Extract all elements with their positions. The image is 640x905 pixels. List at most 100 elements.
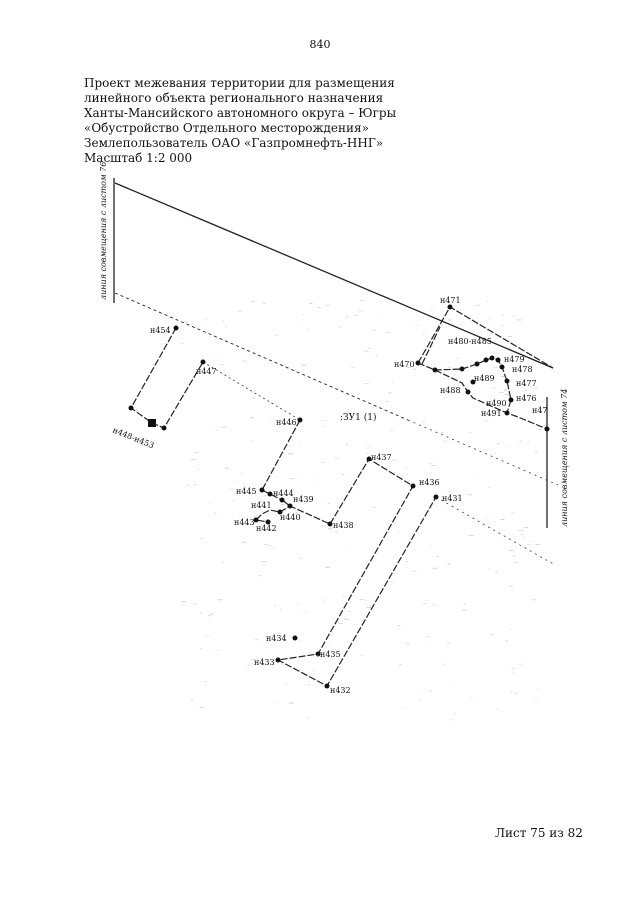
title-line: «Обустройство Отдельного месторождения» bbox=[84, 121, 369, 135]
speckle bbox=[447, 563, 451, 565]
speckle bbox=[392, 573, 394, 575]
point-marker bbox=[287, 503, 293, 509]
speckle bbox=[337, 622, 343, 624]
upper-boundary-line bbox=[202, 361, 301, 421]
speckle bbox=[316, 655, 319, 656]
speckle bbox=[321, 426, 326, 428]
speckle bbox=[364, 383, 369, 384]
speckle bbox=[405, 643, 410, 644]
parcel-boundaries bbox=[130, 306, 554, 687]
alignment-label-left: линия совмещения с листом 76 bbox=[99, 162, 108, 300]
speckle bbox=[205, 319, 208, 321]
point-marker bbox=[483, 357, 489, 363]
speckle bbox=[250, 417, 254, 419]
sheet-number: Лист 75 из 82 bbox=[495, 826, 583, 840]
speckle bbox=[349, 547, 351, 548]
alignment-label-right: линия совмещения с листом 74 bbox=[560, 389, 569, 527]
speckle bbox=[199, 707, 204, 708]
speckle bbox=[250, 659, 255, 660]
speckle bbox=[512, 672, 515, 674]
speckle bbox=[468, 494, 473, 496]
speckle bbox=[307, 329, 310, 331]
speckle bbox=[276, 632, 282, 634]
speckle bbox=[263, 303, 266, 304]
point-label: н491 bbox=[481, 409, 502, 418]
speckle bbox=[192, 603, 197, 605]
speckle bbox=[334, 457, 339, 459]
page-number: 840 bbox=[309, 38, 331, 51]
speckle bbox=[321, 462, 325, 463]
speckle bbox=[538, 429, 542, 430]
speckle bbox=[523, 389, 528, 391]
speckle bbox=[534, 451, 538, 453]
speckle bbox=[368, 348, 371, 349]
speckle bbox=[450, 719, 453, 721]
speckle bbox=[429, 463, 433, 464]
speckle bbox=[200, 612, 202, 614]
speckle bbox=[327, 502, 330, 504]
speckle bbox=[430, 545, 433, 546]
speckle bbox=[301, 364, 306, 366]
speckle bbox=[246, 664, 252, 666]
point-marker bbox=[544, 426, 550, 432]
speckle bbox=[218, 599, 223, 601]
speckle bbox=[180, 343, 184, 345]
speckle bbox=[399, 547, 401, 548]
point-label: н445 bbox=[236, 487, 257, 496]
point-label: н480-н485 bbox=[448, 337, 492, 346]
speckle bbox=[204, 681, 207, 682]
speckle bbox=[283, 683, 288, 685]
point-label: н435 bbox=[320, 650, 341, 659]
speckle bbox=[535, 544, 540, 545]
speckle bbox=[477, 473, 479, 474]
speckle bbox=[232, 500, 235, 502]
speckle bbox=[452, 682, 454, 683]
speckle bbox=[191, 699, 193, 700]
speckle bbox=[508, 585, 513, 587]
point-marker bbox=[173, 325, 179, 331]
speckle bbox=[470, 697, 473, 699]
speckle bbox=[512, 314, 516, 316]
speckle bbox=[320, 525, 326, 527]
speckle bbox=[432, 567, 438, 569]
speckle bbox=[358, 310, 364, 312]
point-marker bbox=[253, 517, 259, 523]
point-label: н433 bbox=[254, 658, 275, 667]
point-marker bbox=[432, 367, 438, 373]
point-label: н436 bbox=[419, 478, 440, 487]
point-label: н432 bbox=[330, 686, 351, 695]
point-marker bbox=[495, 357, 501, 363]
speckle bbox=[345, 316, 349, 318]
speckle bbox=[411, 570, 417, 572]
speckle bbox=[200, 538, 203, 539]
point-marker bbox=[161, 425, 167, 431]
speckle bbox=[351, 366, 355, 368]
speckle bbox=[281, 504, 285, 505]
boundary-mid-2 bbox=[276, 458, 437, 687]
point-label: н476 bbox=[516, 394, 537, 403]
speckle bbox=[522, 537, 525, 538]
speckle bbox=[483, 420, 489, 422]
speckle bbox=[402, 708, 404, 709]
speckle bbox=[297, 604, 299, 606]
point-label: н443 bbox=[234, 518, 255, 527]
point-marker bbox=[366, 456, 372, 462]
speckle bbox=[302, 314, 305, 315]
point-marker bbox=[277, 509, 283, 515]
speckle bbox=[527, 441, 529, 443]
point-marker bbox=[267, 491, 273, 497]
point-marker bbox=[508, 397, 514, 403]
speckle bbox=[372, 507, 376, 508]
speckle bbox=[327, 642, 330, 644]
speckle bbox=[508, 336, 512, 337]
speckle bbox=[468, 535, 474, 536]
point-marker bbox=[489, 355, 495, 361]
speckle bbox=[352, 313, 355, 315]
speckle bbox=[529, 541, 532, 542]
speckle bbox=[214, 650, 220, 651]
point-labels: н454 н447 н446 н448-н453 н445 н444 н441 … bbox=[111, 296, 547, 695]
speckle bbox=[500, 325, 503, 327]
speckle bbox=[181, 601, 187, 602]
speckle bbox=[349, 611, 352, 612]
speckle bbox=[366, 446, 370, 448]
